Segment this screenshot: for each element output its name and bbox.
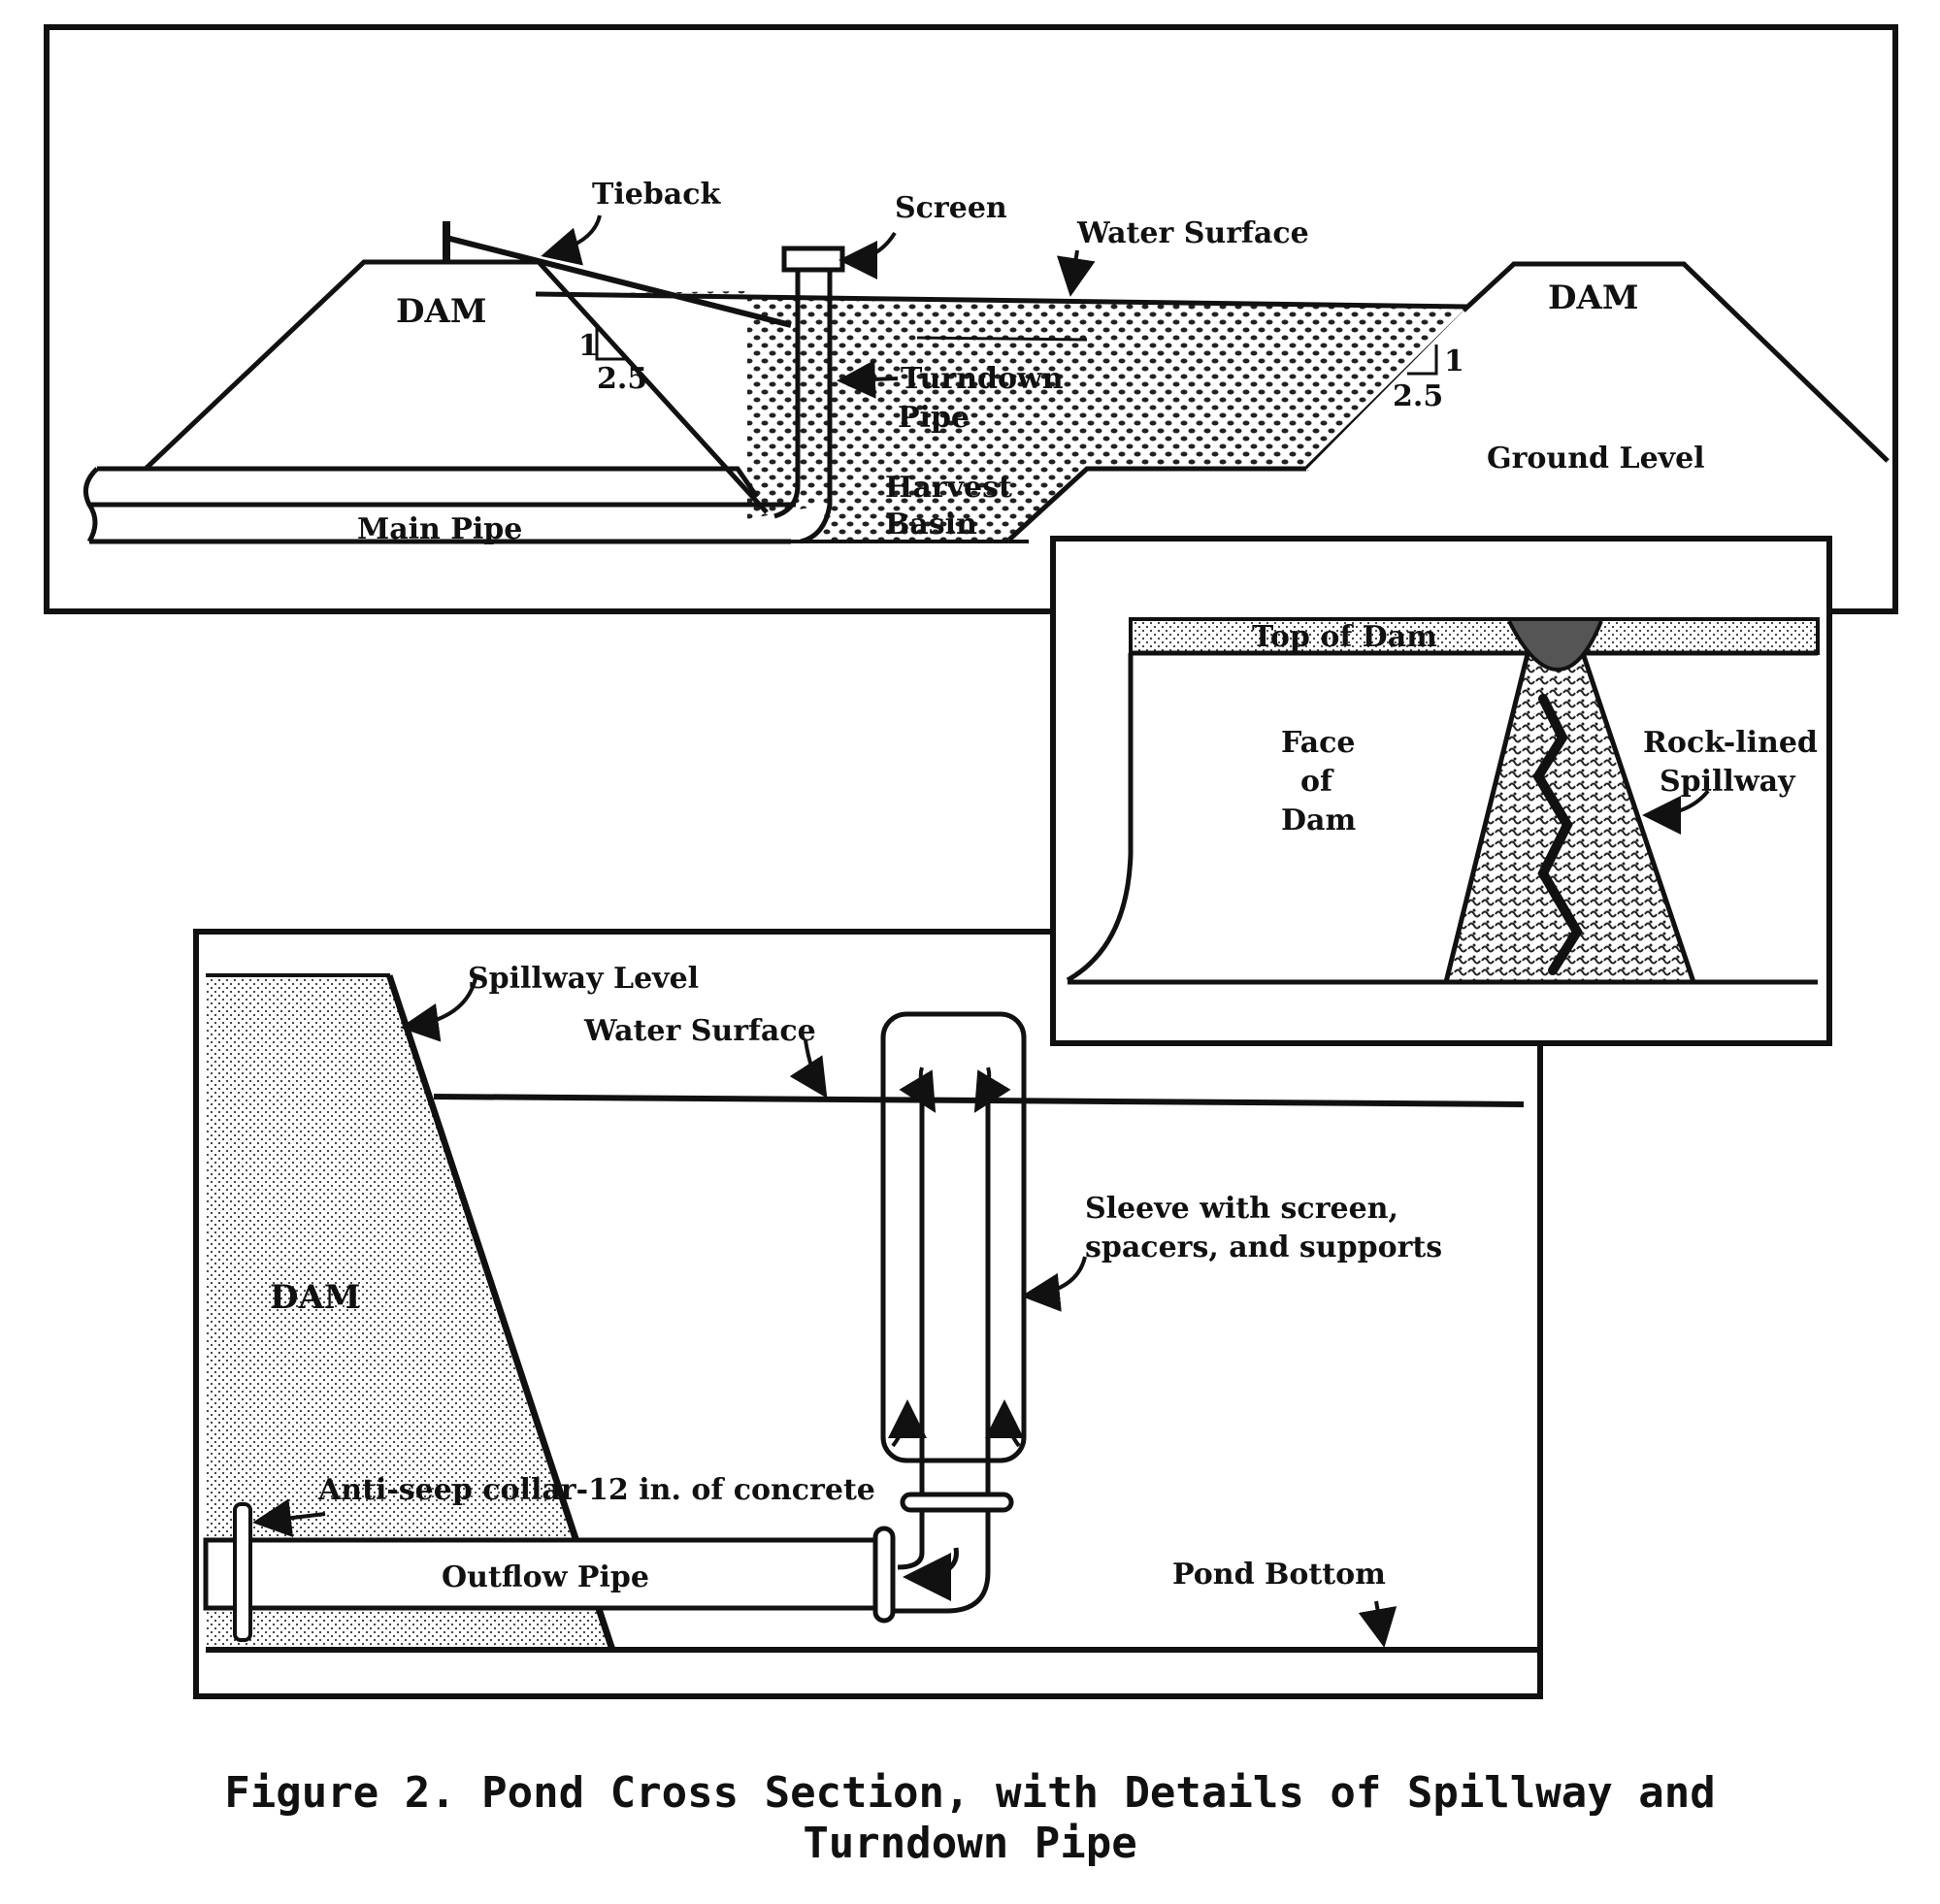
right-slope-run-label: 2.5 xyxy=(1393,379,1443,413)
spillway-dark-rocks xyxy=(1532,694,1583,975)
rock-spillway-arrow xyxy=(1642,789,1710,835)
screen-cap xyxy=(781,246,845,273)
top-of-dam-label: Top of Dam xyxy=(1252,620,1437,654)
sleeve-label-line1: Sleeve with screen, xyxy=(1085,1192,1398,1226)
main-pipe-left-end xyxy=(82,467,99,543)
anti-seep-collar xyxy=(233,1502,252,1642)
ground-level-label: Ground Level xyxy=(1487,442,1705,476)
top-panel-frame xyxy=(44,24,1898,614)
right-slope-rise-label: 1 xyxy=(1444,345,1464,378)
turndown-water-surface-arrow xyxy=(789,1039,828,1099)
tieback-arrow xyxy=(541,214,602,266)
main-pipe-label: Main Pipe xyxy=(357,512,522,546)
water-surface-line xyxy=(535,291,1468,310)
harvest-label-line2: Basin xyxy=(885,508,977,542)
sleeve-label-line2: spacers, and supports xyxy=(1085,1231,1442,1264)
face-of-dam-line1: Face xyxy=(1281,726,1355,760)
dam-face xyxy=(387,974,616,1651)
water-dotted-area xyxy=(536,291,1467,541)
sleeve-with-screen xyxy=(880,1011,1027,1463)
face-of-dam-curve xyxy=(1066,653,1134,983)
sleeve-arrow xyxy=(1021,1256,1087,1312)
spillway-level-arrow xyxy=(400,977,477,1042)
right-slope-triangle xyxy=(1407,345,1438,376)
left-dam-outline xyxy=(144,259,769,514)
turndown-arrow xyxy=(837,359,899,399)
left-slope-rise-label: 1 xyxy=(578,329,599,363)
harvest-label-line1: Harvest xyxy=(885,471,1012,505)
turndown-dam-label: DAM xyxy=(270,1278,361,1317)
turndown-label-line2: Pipe xyxy=(898,401,970,435)
left-dam-label: DAM xyxy=(396,292,487,331)
anti-seep-arrow xyxy=(252,1498,326,1538)
spillway-detail-panel: Top of Dam Face of Dam Rock-lined Spillw… xyxy=(1050,536,1832,1046)
pond-cross-section-panel: Tieback Screen Water Surface DAM DAM 1 2… xyxy=(44,24,1898,614)
tieback-label: Tieback xyxy=(592,178,721,212)
turndown-vertical-pipe xyxy=(773,270,833,544)
caption-line-1: Figure 2. Pond Cross Section, with Detai… xyxy=(224,1768,1716,1818)
screen-arrow xyxy=(838,231,897,279)
screen-label: Screen xyxy=(895,191,1007,225)
outflow-pipe-flange xyxy=(872,1526,896,1624)
pipe-coupling xyxy=(900,1492,1014,1513)
right-dam-body xyxy=(1306,264,1888,470)
rock-lined-label-line1: Rock-lined xyxy=(1643,726,1818,760)
spillway-inlet xyxy=(1507,620,1603,673)
rock-lined-label-line2: Spillway xyxy=(1660,765,1796,799)
water-surface-label: Water Surface xyxy=(1076,216,1309,250)
turndown-pipe-detail-panel: Spillway Level Water Surface Sleeve with… xyxy=(193,929,1543,1699)
water-surface-arrow xyxy=(1056,249,1096,297)
turndown-dam-body xyxy=(206,975,613,1650)
tieback-cable xyxy=(445,235,792,328)
outflow-pipe-label: Outflow Pipe xyxy=(442,1560,649,1594)
face-of-dam-line3: Dam xyxy=(1281,804,1356,837)
flow-curve-bottom-right xyxy=(985,1399,1025,1448)
pond-bottom-arrow xyxy=(1358,1600,1397,1648)
flow-curve-bottom-left xyxy=(887,1399,927,1448)
turndown-water-surface-label: Water Surface xyxy=(583,1014,816,1048)
left-slope-triangle xyxy=(595,325,626,361)
spillway-level-label: Spillway Level xyxy=(468,962,699,996)
turndown-label-line1: Turndown xyxy=(901,362,1064,396)
pond-bottom-label: Pond Bottom xyxy=(1172,1558,1386,1592)
flow-curve-top-right xyxy=(973,1067,1011,1113)
top-of-dam-band xyxy=(1129,617,1820,655)
face-of-dam-line2: of xyxy=(1300,765,1334,799)
anti-seep-label: Anti-seep collar-12 in. of concrete xyxy=(317,1473,875,1507)
caption-line-2: Turndown Pipe xyxy=(803,1819,1137,1868)
flow-curve-top-left xyxy=(899,1067,937,1113)
right-dam-outline-top xyxy=(1462,261,1890,463)
harvest-basin-floor xyxy=(1007,466,1306,542)
outflow-pipe xyxy=(203,1537,888,1611)
figure-caption: Figure 2. Pond Cross Section, with Detai… xyxy=(0,1768,1940,1869)
right-dam-label: DAM xyxy=(1548,279,1639,317)
elbow-flow-arrow xyxy=(903,1547,959,1601)
left-slope-run-label: 2.5 xyxy=(597,362,647,396)
water-surface-dash xyxy=(916,336,1088,342)
